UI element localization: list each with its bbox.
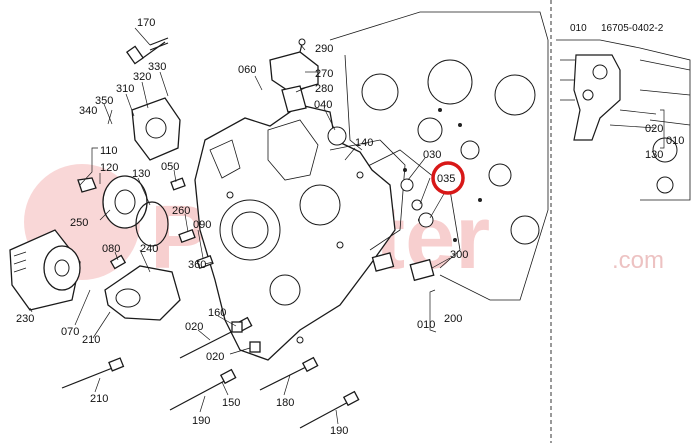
callout-340: 340: [79, 105, 97, 117]
watermark-domain: .com: [612, 247, 664, 274]
callout-100: 250: [70, 217, 88, 229]
oil-filter: [9, 229, 81, 311]
header-part-number: 16705-0402-2: [601, 23, 664, 34]
bolts-bottom: [61, 316, 360, 429]
callout-130: 130: [132, 168, 150, 180]
callout-210-upper: 160: [208, 307, 226, 319]
callout-250: 260: [172, 205, 190, 217]
callout-010-mid: 200: [444, 313, 462, 325]
engine-block: [329, 11, 549, 301]
callout-360: 300: [450, 249, 468, 261]
gasket-plate: [329, 139, 406, 251]
callout-160: 020: [185, 321, 203, 333]
callout-020-right: 020: [645, 123, 663, 135]
filter-bracket: [104, 254, 181, 321]
thermostat-housing: [269, 38, 319, 113]
callout-300: 230: [16, 313, 34, 325]
callout-050: 050: [161, 161, 179, 173]
callout-310: 310: [116, 83, 134, 95]
header-ref-code: 010: [570, 23, 587, 34]
callout-180: 190: [192, 415, 210, 427]
callout-240: 360: [188, 259, 206, 271]
callout-270: 270: [315, 68, 333, 80]
leader-lines: [29, 27, 451, 425]
callout-030: 030: [423, 149, 441, 161]
callout-170: 170: [137, 17, 155, 29]
callout-020-mid: 010: [417, 319, 435, 331]
callout-110: 110: [100, 145, 118, 157]
callout-090: 080: [102, 243, 120, 255]
callout-290: 290: [315, 43, 333, 55]
callout-330: 330: [148, 61, 166, 73]
callout-280: 280: [315, 83, 333, 95]
callout-120: 120: [100, 162, 118, 174]
highlight-label: 035: [437, 173, 455, 185]
callout-200: 210: [90, 393, 108, 405]
callout-070: 210: [82, 334, 100, 346]
pulley-assembly: [77, 175, 169, 247]
highlight-ring: [431, 161, 465, 195]
callout-020-lower: 020: [206, 351, 224, 363]
callout-130-right: 130: [645, 149, 663, 161]
callout-040: 040: [314, 99, 332, 111]
callout-320: 320: [133, 71, 151, 83]
callout-140: 140: [355, 137, 373, 149]
callout-010-right: 010: [666, 135, 684, 147]
callout-190: 190: [330, 425, 348, 437]
callout-150: 180: [276, 397, 294, 409]
pump-cover: [125, 41, 181, 161]
callout-260: 090: [193, 219, 211, 231]
detail-sketch: [556, 39, 691, 201]
highlighted-callout-035[interactable]: 035: [431, 161, 465, 195]
callout-060: 060: [238, 64, 256, 76]
callout-230: 070: [61, 326, 79, 338]
gear-case: [194, 104, 396, 361]
callout-080: 240: [140, 243, 158, 255]
callout-350: 350: [95, 95, 113, 107]
callout-210-lower: 150: [222, 397, 240, 409]
fittings: [170, 126, 435, 353]
bolt-170: [149, 37, 169, 51]
